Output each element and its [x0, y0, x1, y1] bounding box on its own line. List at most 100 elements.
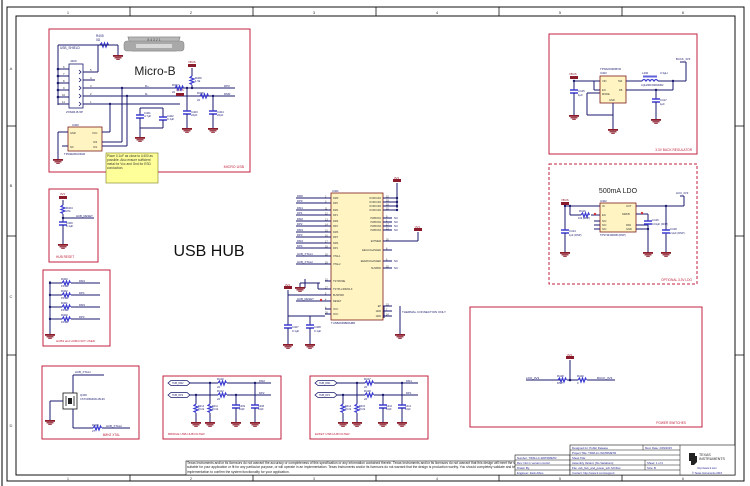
- resistor-value: 15.0k: [345, 408, 352, 411]
- pin-num: 9: [63, 86, 65, 90]
- resistor-value: 22: [364, 385, 368, 389]
- block-optional-ldo: OPTIONAL 3.3V LDO 500mA LDO VBUS R416 10…: [548, 163, 698, 285]
- resistor-ref: R410: [217, 377, 224, 381]
- pin-name: PWRON3: [371, 225, 382, 228]
- u402-pin: IN: [602, 204, 605, 208]
- net-label: DP1: [406, 391, 412, 395]
- zone-row-c: C: [10, 294, 13, 299]
- block-hub-not-used: HUB3 and HUB4 NOT USED R40315.0kDM4R4021…: [42, 269, 111, 347]
- pin-name: DP1: [333, 214, 338, 217]
- nc-label: NC: [394, 220, 398, 224]
- thermal-note: THERMAL CONNECTION ONLY: [402, 310, 446, 314]
- pin-number: 6: [386, 259, 388, 262]
- block-label-hub-not-used: HUB3 and HUB4 NOT USED: [56, 339, 96, 343]
- pin-number: 33: [386, 304, 389, 307]
- c417-ref: C417: [660, 98, 667, 102]
- xtal1-net: HUB_XTAL1: [75, 370, 91, 374]
- capacitor-value: 10pF: [239, 408, 245, 411]
- offpage-net: HUB_DM2: [172, 382, 184, 385]
- net-label: DM4: [297, 239, 303, 243]
- zone-col-3-bottom: 3: [313, 477, 315, 481]
- pin-num: 11: [62, 100, 65, 104]
- l400-ref: L400: [642, 71, 649, 75]
- pin-name: BUSPWR: [333, 294, 344, 297]
- ti-logo-line1: TEXAS: [699, 453, 711, 457]
- u400-pin: IO1: [93, 145, 98, 149]
- ldo-title: 500mA LDO: [599, 188, 638, 195]
- pin-number: 16: [325, 235, 328, 238]
- pin-name: OVRCUR1: [369, 197, 381, 200]
- u403-pin: SW: [618, 79, 623, 83]
- out-dp0: DP0: [224, 84, 230, 88]
- offpage-connector: HUB_DM1: [314, 380, 338, 386]
- net-label: DP2: [259, 391, 265, 395]
- nc-label: NC: [394, 224, 398, 228]
- pin-number: 21: [386, 228, 389, 231]
- net-label: DM2: [259, 379, 265, 383]
- tb-mod-date: Mod. Date: 2/09/2015: [645, 446, 672, 450]
- u402-pin: N/C: [602, 227, 607, 231]
- u402-ref: U402: [600, 199, 607, 203]
- capacitor-value: 10pF: [258, 408, 264, 411]
- c402-value: 0.1µF: [167, 117, 174, 121]
- zone-row-a: A: [10, 66, 13, 71]
- u402-pin: EN: [602, 213, 606, 217]
- net-label: HUB_XTAL2: [297, 260, 313, 264]
- block-micro-usb: MICRO USB 5 4 3 2 1 Micro-B R405 0Ω USB_…: [48, 28, 251, 184]
- pin-number: 12: [325, 213, 328, 216]
- offpage-connector: HUB_DP1: [314, 392, 338, 398]
- net-label: DP4: [297, 244, 303, 248]
- capacitor-ref: C412: [405, 405, 412, 408]
- supply-label-3: 3V3: [285, 283, 290, 287]
- pin-name: DM0: [333, 197, 339, 200]
- pin-name: DP4: [333, 247, 338, 250]
- resistor-ref: R418: [364, 389, 371, 393]
- vbus-flag: [561, 202, 569, 205]
- zone-col-3: 3: [313, 10, 316, 15]
- pin-num: 1: [90, 100, 92, 104]
- pin-number: 3: [325, 201, 327, 204]
- tb-url[interactable]: http://www.ti.com: [697, 466, 717, 470]
- pin-num: 6: [63, 65, 65, 69]
- net-d-plus: D+: [145, 84, 149, 88]
- pin-name: OVRCUR3: [369, 205, 381, 208]
- c408-ref: C408: [314, 325, 321, 329]
- pin-num: 10: [62, 93, 66, 97]
- pin-name: PWRON4: [371, 229, 382, 232]
- c415-ref: C415: [578, 89, 585, 93]
- pin-number: 15: [325, 230, 328, 233]
- u402-pin: N/C: [602, 223, 607, 227]
- pin-name: GND: [376, 310, 382, 313]
- resistor-ref: R414: [345, 405, 352, 408]
- zone-col-2-bottom: 2: [190, 477, 192, 481]
- block-hub-reset: HUB RESET 3V3 R404 47k HUB_RESET C400 0.…: [48, 188, 99, 263]
- block-bridge-filter: BRIDGE USB HUB FILTERHUB_DM2R41022DM2HUB…: [162, 375, 282, 440]
- pin-number: 17: [325, 241, 328, 244]
- resistor-value: 22: [364, 397, 368, 401]
- title-block: Texas Instruments and/or its licensors d…: [185, 444, 736, 476]
- c404-ref: C404: [217, 110, 224, 114]
- pin-number: 22: [386, 208, 389, 211]
- resistor-ref: R417: [364, 377, 371, 381]
- tb-file: File: usb_hub_and_power_sch.SchDoc: [572, 466, 621, 470]
- u401-pn: TUSB2046BIRHBR: [331, 321, 355, 325]
- tb-designed-for: Designed for: Public Release: [572, 446, 609, 450]
- pin-number: 8: [386, 248, 388, 251]
- micro-b-connector-image: 5 4 3 2 1: [123, 36, 185, 52]
- block-frame: [309, 375, 429, 440]
- resistor-value: 15.0k: [61, 320, 68, 324]
- pin-number: 18: [386, 204, 389, 207]
- junction-dot: [48, 293, 52, 297]
- pin-name: DM3: [333, 231, 339, 234]
